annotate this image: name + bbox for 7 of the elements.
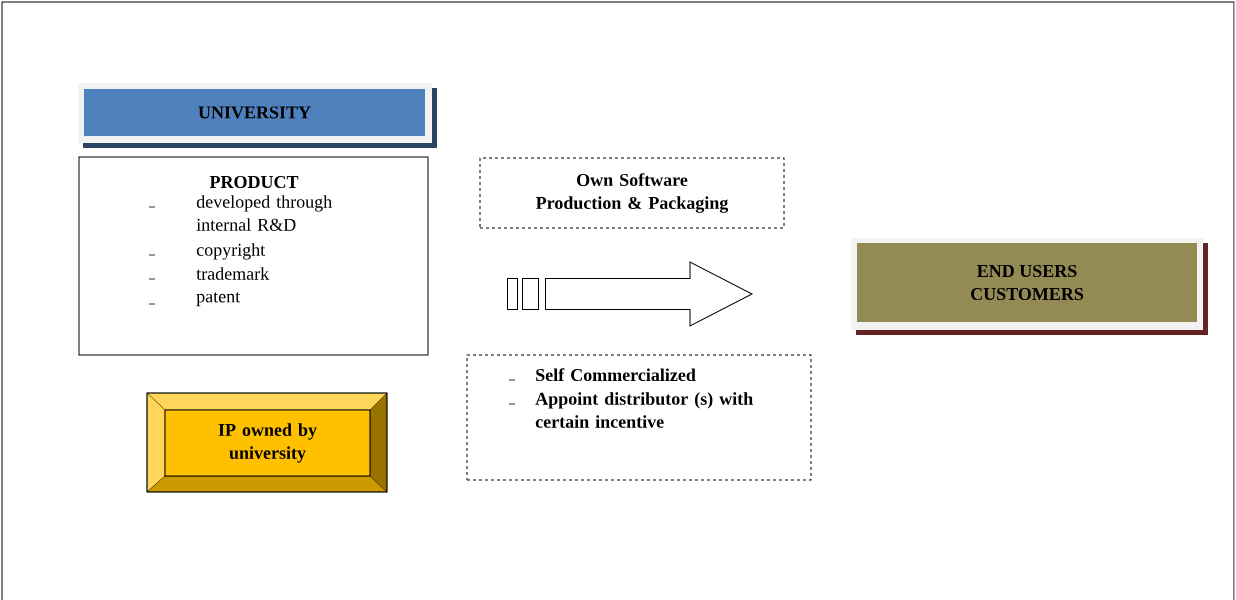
bevel-box: IP owned by university [146, 392, 388, 493]
title-box: UNIVERSITY [78, 83, 437, 148]
block-arrow [507, 261, 753, 327]
process-box: Own Software Production & Packaging [479, 157, 785, 229]
product-box: PRODUCT developed through internal R&D copyright trademark patent [78, 156, 429, 356]
process-box: Self Commercialized Appoint distributor (s) with certain incentive [466, 354, 812, 481]
end-users-box: END USERS CUSTOMERS [851, 238, 1208, 335]
